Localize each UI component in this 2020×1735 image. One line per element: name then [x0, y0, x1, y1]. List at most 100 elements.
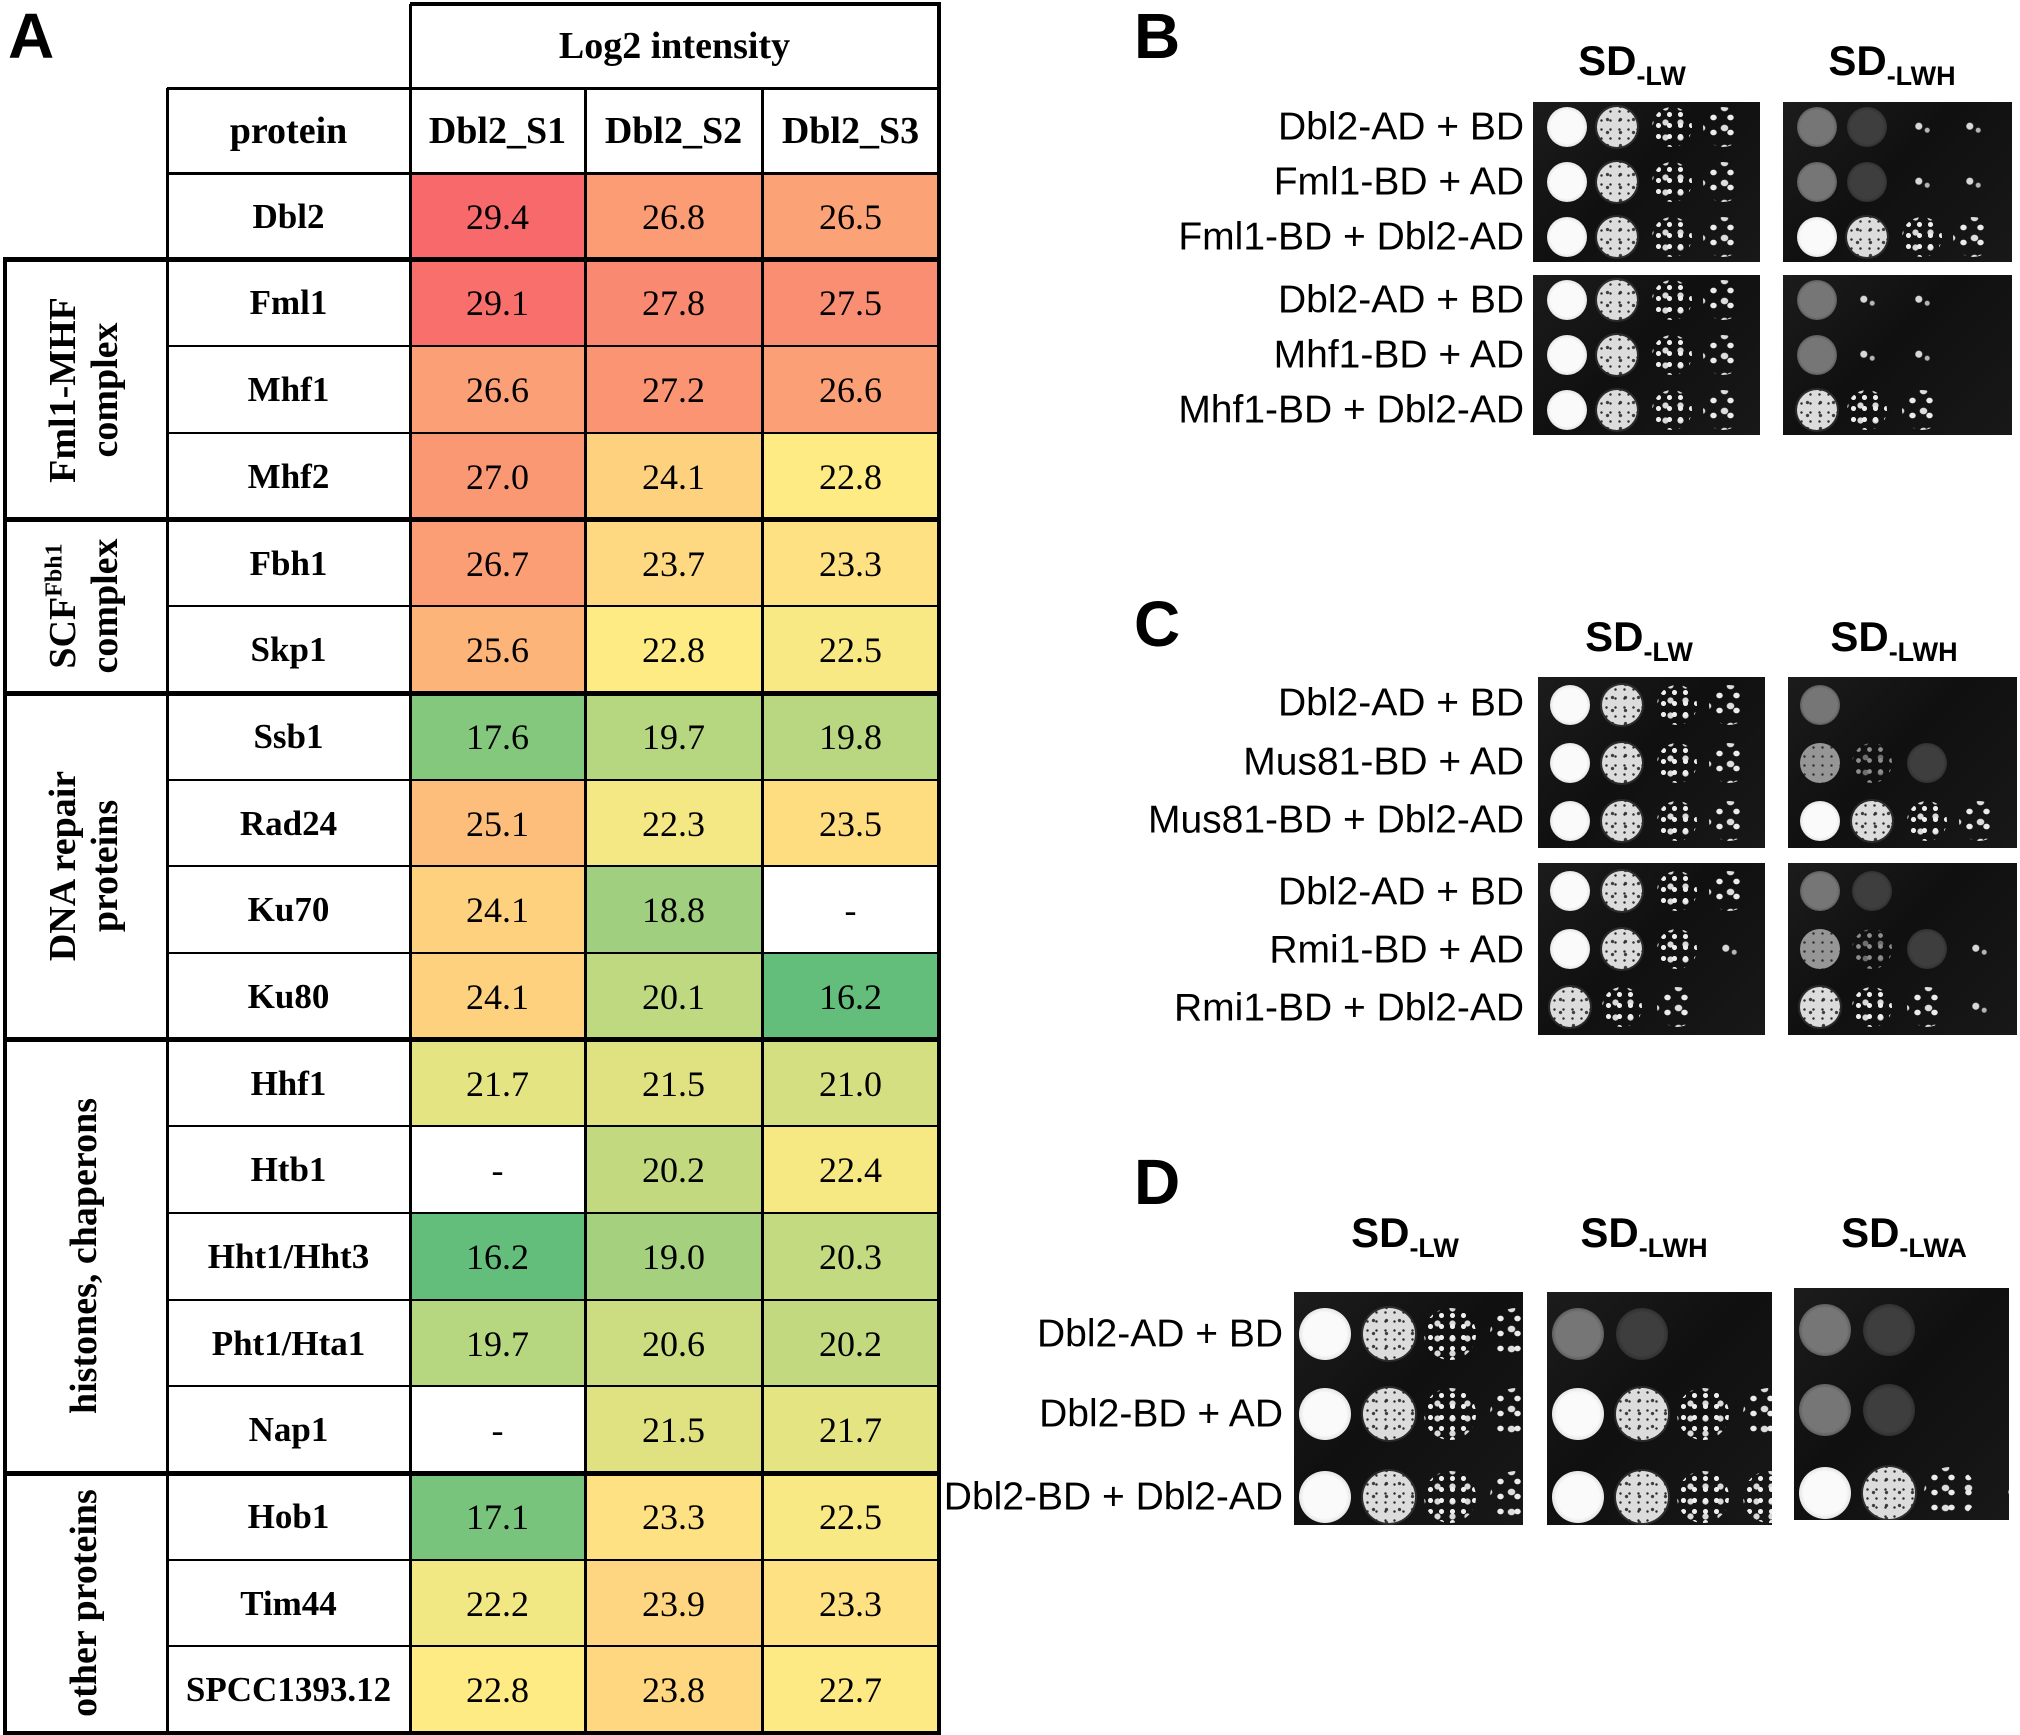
- value-cell: 23.9: [585, 1559, 762, 1648]
- column-header-dbl2-s2: Dbl2_S2: [604, 109, 743, 152]
- colony-spot: [1703, 162, 1743, 202]
- value-cell: 21.5: [585, 1039, 762, 1128]
- colony-spot: [1602, 801, 1642, 841]
- colony-spot: [1709, 685, 1749, 725]
- assay-plate: [1788, 677, 2017, 848]
- colony-spot: [1652, 335, 1692, 375]
- value-cell: 26.5: [762, 173, 939, 261]
- row-label: Mus81-BD + Dbl2-AD: [1147, 798, 1524, 842]
- value-cell: 18.8: [585, 866, 762, 955]
- value-cell: 20.1: [585, 953, 762, 1041]
- colony-spot: [1907, 929, 1947, 969]
- table-border-line: [3, 1730, 941, 1735]
- value-cell: 27.2: [585, 346, 762, 434]
- colony-spot: [1424, 1308, 1476, 1360]
- colony-spot: [1550, 929, 1590, 969]
- colony-spot: [1800, 929, 1840, 969]
- value-cell: 21.7: [762, 1386, 939, 1475]
- colony-spot: [1602, 685, 1642, 725]
- table-border-line: [167, 1385, 941, 1388]
- protein-cell: Nap1: [248, 1410, 329, 1450]
- protein-column-header: protein: [229, 109, 348, 152]
- colony-spot: [1709, 743, 1749, 783]
- protein-cell: Fml1: [249, 283, 328, 323]
- protein-cell: SPCC1393.12: [185, 1670, 392, 1710]
- row-label: Rmi1-BD + Dbl2-AD: [1174, 986, 1524, 1030]
- assay-plate: [1538, 677, 1765, 848]
- protein-cell: Tim44: [240, 1583, 337, 1623]
- colony-spot: [1490, 1388, 1523, 1440]
- assay-plate: [1783, 102, 2012, 262]
- value-cell: 23.8: [585, 1646, 762, 1735]
- panel-c-label: C: [1134, 588, 1181, 660]
- row-label: Dbl2-AD + BD: [1278, 105, 1524, 149]
- value-cell: -: [410, 1126, 585, 1215]
- table-border-line: [3, 257, 941, 263]
- value-cell: 17.6: [410, 693, 585, 781]
- colony-spot: [1552, 1308, 1604, 1360]
- colony-spot: [1652, 107, 1692, 147]
- assay-plate: [1794, 1288, 2009, 1520]
- colony-spot: [1959, 801, 1999, 841]
- colony-spot: [1797, 162, 1837, 202]
- table-border-line: [167, 432, 941, 434]
- colony-spot: [1800, 871, 1840, 911]
- colony-spot: [1657, 929, 1697, 969]
- row-label: Dbl2-AD + BD: [1278, 870, 1524, 914]
- table-border-line: [167, 778, 941, 781]
- colony-spot: [1902, 390, 1942, 430]
- protein-cell: Hht1/Hht3: [207, 1236, 370, 1276]
- colony-spot: [1552, 1388, 1604, 1440]
- table-border-line: [167, 1212, 941, 1215]
- table-border-line: [3, 259, 7, 1733]
- colony-spot: [1657, 801, 1697, 841]
- row-label: Mhf1-BD + Dbl2-AD: [1178, 388, 1524, 432]
- colony-spot: [1550, 685, 1590, 725]
- colony-spot: [1299, 1388, 1351, 1440]
- colony-spot: [1657, 743, 1697, 783]
- table-border-line: [167, 952, 941, 955]
- value-cell: 26.8: [585, 173, 762, 261]
- table-border-line: [167, 86, 941, 90]
- colony-spot: [1657, 871, 1697, 911]
- value-cell: 23.5: [762, 779, 939, 868]
- value-cell: 19.8: [762, 693, 939, 781]
- table-border-line: [167, 1298, 941, 1301]
- value-cell: 24.1: [410, 953, 585, 1041]
- colony-spot: [1800, 685, 1840, 725]
- colony-spot: [1547, 335, 1587, 375]
- value-cell: 22.5: [762, 606, 939, 694]
- colony-spot: [1799, 1384, 1851, 1436]
- group-label: other proteins: [63, 1489, 106, 1717]
- table-border-line: [3, 1037, 941, 1043]
- value-cell: 16.2: [762, 953, 939, 1041]
- log2-intensity-header: Log2 intensity: [558, 25, 791, 67]
- colony-spot: [1602, 743, 1642, 783]
- colony-spot: [1800, 987, 1840, 1027]
- row-label: Dbl2-AD + BD: [1278, 681, 1524, 725]
- table-border-line: [167, 1645, 941, 1648]
- value-cell: -: [762, 866, 939, 955]
- colony-spot: [1852, 871, 1892, 911]
- colony-spot: [1743, 1471, 1772, 1523]
- protein-cell: Hob1: [247, 1496, 330, 1536]
- value-cell: 26.7: [410, 519, 585, 608]
- value-cell: 19.7: [585, 693, 762, 781]
- table-border-line: [760, 88, 764, 1733]
- condition-header: SD-LW: [1351, 1209, 1459, 1263]
- value-cell: 20.6: [585, 1299, 762, 1388]
- colony-spot: [1907, 743, 1947, 783]
- colony-spot: [1703, 107, 1743, 147]
- colony-spot: [1797, 107, 1837, 147]
- colony-spot: [1363, 1471, 1415, 1523]
- value-cell: 22.7: [762, 1646, 939, 1735]
- protein-cell: Pht1/Hta1: [211, 1323, 366, 1363]
- colony-spot: [1847, 162, 1887, 202]
- colony-spot: [1797, 280, 1837, 320]
- protein-cell: Ku70: [247, 890, 330, 930]
- colony-spot: [1602, 871, 1642, 911]
- colony-spot: [1547, 107, 1587, 147]
- colony-spot: [1797, 390, 1837, 430]
